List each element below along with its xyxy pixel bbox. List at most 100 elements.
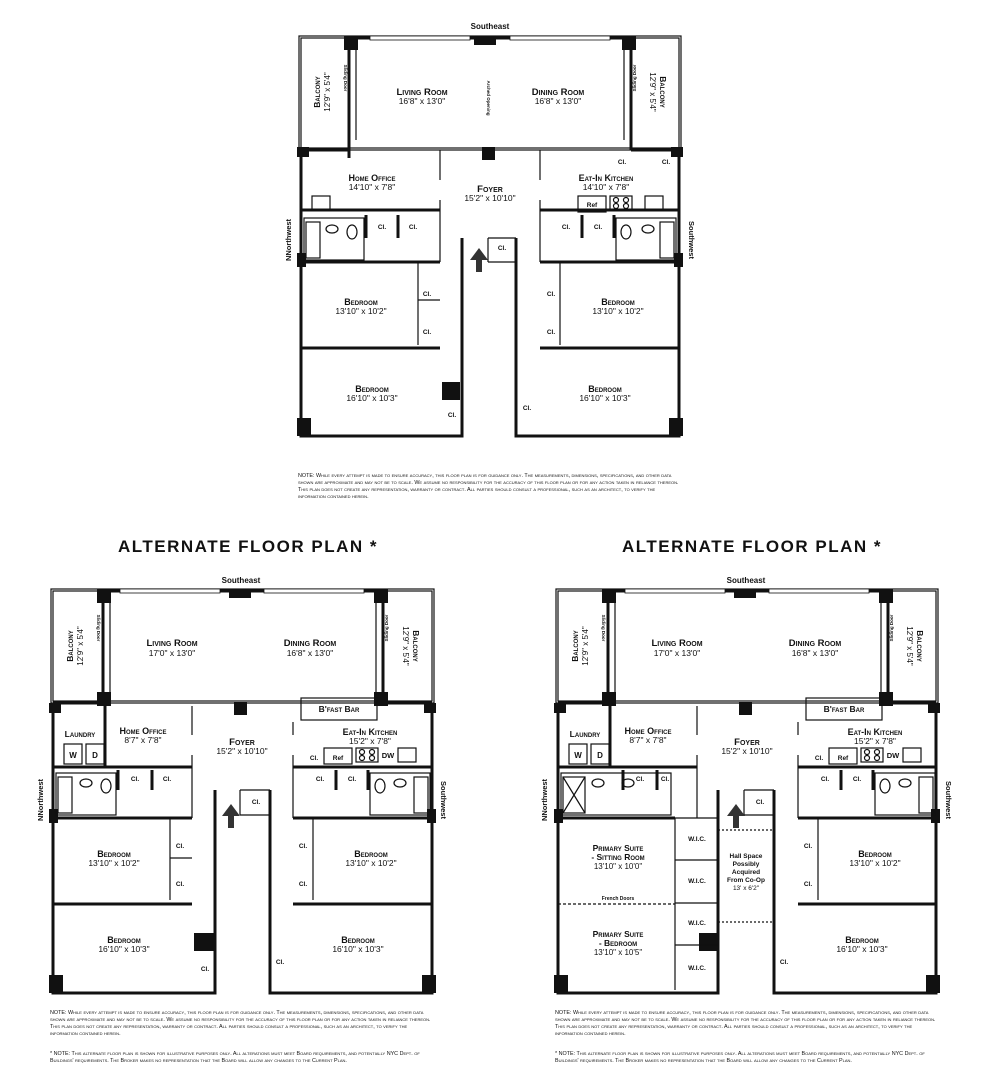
kitchen-label: Eat-In Kitchen (343, 727, 398, 737)
ref-label: Ref (587, 202, 598, 209)
living-room-label: Living Room (651, 638, 702, 649)
hall-space-label-3: Acquired (732, 869, 760, 876)
dining-room-dim: 16'8" x 13'0" (792, 648, 839, 658)
closet-label: Cl. (276, 959, 285, 966)
dryer-label: D (92, 751, 98, 760)
dryer (85, 743, 105, 765)
bedroom-sw2-label: Bedroom (588, 384, 622, 394)
balcony-right-label: Balcony (915, 630, 925, 661)
bedroom-sw1-dim: 13'10" x 10'2" (849, 858, 900, 868)
foyer-label: Foyer (477, 184, 503, 195)
closet-label: Cl. (409, 224, 418, 231)
primary-suite-sitting-sublabel: - Sitting Room (591, 852, 644, 862)
closet-label: Cl. (780, 959, 789, 966)
closet-label: Cl. (756, 799, 765, 806)
alteration-note-alt-b: * NOTE: This alternate floor plan is sho… (555, 1051, 925, 1064)
compass-nnorthwest: NNorthwest (284, 218, 293, 261)
bedroom-nw1-dim: 13'10" x 10'2" (88, 858, 139, 868)
closet-label: Cl. (547, 291, 556, 298)
walk-in-closet-label: W.I.C. (688, 836, 706, 843)
walk-in-closet-label: W.I.C. (688, 965, 706, 972)
closet-label: Cl. (310, 755, 319, 762)
closet-label: Cl. (423, 291, 432, 298)
compass-southeast: Southeast (471, 22, 510, 31)
kitchen-label: Eat-In Kitchen (848, 727, 903, 737)
hall-space-dim: 13' x 6'2" (733, 885, 760, 892)
compass-southwest: Southwest (687, 221, 696, 259)
alternate-plan-a-title: ALTERNATE FLOOR PLAN * (118, 537, 378, 556)
closet-label: Cl. (618, 159, 627, 166)
disclaimer-note-alt-b: NOTE: While every attempt is made to ens… (555, 1010, 936, 1037)
hall-space-label-2: Possibly (733, 861, 760, 868)
compass-southeast: Southeast (727, 576, 766, 585)
living-room-dim: 17'0" x 13'0" (654, 648, 701, 658)
foyer-label: Foyer (229, 737, 255, 748)
alternate-plan-b-title: ALTERNATE FLOOR PLAN * (622, 537, 882, 556)
entry-arrow-icon (222, 804, 240, 828)
bedroom-sw1-dim: 13'10" x 10'2" (345, 858, 396, 868)
compass-nnorthwest: NNorthwest (540, 778, 549, 821)
bedroom-sw2-dim: 16'10" x 10'3" (332, 944, 383, 954)
walk-in-closet-label: W.I.C. (688, 878, 706, 885)
bedroom-sw2-label: Bedroom (845, 935, 879, 945)
bedroom-sw1-label: Bedroom (354, 849, 388, 859)
sliding-door-right-label: Sliding Door (889, 614, 894, 641)
closet-label: Cl. (252, 799, 261, 806)
balcony-right-label: Balcony (658, 76, 668, 107)
closet-label: Cl. (661, 776, 670, 783)
walk-in-closet-label: W.I.C. (688, 920, 706, 927)
alteration-note-alt-a: * NOTE: This alternate floor plan is sho… (50, 1051, 420, 1064)
washer (63, 743, 83, 765)
closet-label: Cl. (815, 755, 824, 762)
stove (609, 195, 633, 211)
dining-room-label: Dining Room (532, 87, 585, 98)
laundry-label: Laundry (570, 729, 601, 739)
sliding-door-right-label: Sliding Door (384, 614, 389, 641)
compass-nnorthwest: NNorthwest (36, 778, 45, 821)
kitchen-dim: 14'10" x 7'8" (583, 182, 630, 192)
alternate-floor-plan-a: Southeast NNorthwest Southwest (36, 576, 448, 995)
living-room-label: Living Room (396, 87, 447, 98)
laundry-label: Laundry (65, 729, 96, 739)
bedroom-nw2-label: Bedroom (107, 935, 141, 945)
french-doors-label: French Doors (602, 896, 635, 902)
closet-label: Cl. (299, 843, 308, 850)
bedroom-nw1-label: Bedroom (344, 297, 378, 307)
home-office-dim: 14'10" x 7'8" (349, 182, 396, 192)
closet-label: Cl. (804, 843, 813, 850)
primary-suite-bedroom-label: Primary Suite (593, 929, 644, 939)
closet-label: Cl. (498, 245, 507, 252)
bath-right (615, 217, 677, 261)
closet-label: Cl. (662, 159, 671, 166)
dining-room-dim: 16'8" x 13'0" (535, 96, 582, 106)
sliding-door-left-label: Sliding Door (96, 615, 101, 642)
breakfast-bar-label: B'fast Bar (824, 704, 865, 714)
kitchen-dim: 15'2" x 7'8" (349, 736, 391, 746)
main-floor-plan: Southeast NNorthwest Southwest (284, 22, 696, 438)
ref-label: Ref (333, 755, 344, 762)
balcony-left-label: Balcony (65, 630, 75, 661)
foyer-label: Foyer (734, 737, 760, 748)
sink (644, 195, 664, 211)
bedroom-sw2-label: Bedroom (341, 935, 375, 945)
closet-label: Cl. (547, 329, 556, 336)
living-room-dim: 16'8" x 13'0" (399, 96, 446, 106)
balcony-left-dim: 12'9" x 5'4" (323, 72, 332, 112)
washer-label: W (69, 751, 77, 760)
kitchen-dim: 15'2" x 7'8" (854, 736, 896, 746)
washer-label: W (574, 751, 582, 760)
living-room-label: Living Room (146, 638, 197, 649)
bedroom-nw2-dim: 16'10" x 10'3" (98, 944, 149, 954)
bedroom-nw2-dim: 16'10" x 10'3" (346, 393, 397, 403)
sliding-door-left-label: Sliding Door (601, 615, 606, 642)
balcony-left-dim: 12'9" x 5'4" (76, 626, 85, 666)
closet-label: Cl. (821, 776, 830, 783)
dining-room-dim: 16'8" x 13'0" (287, 648, 334, 658)
home-office-dim: 8'7" x 7'8" (629, 735, 666, 745)
bedroom-sw1-label: Bedroom (858, 849, 892, 859)
desk (311, 195, 331, 211)
dryer-label: D (597, 751, 603, 760)
closet-label: Cl. (348, 776, 357, 783)
bedroom-nw2-label: Bedroom (355, 384, 389, 394)
closet-label: Cl. (423, 329, 432, 336)
